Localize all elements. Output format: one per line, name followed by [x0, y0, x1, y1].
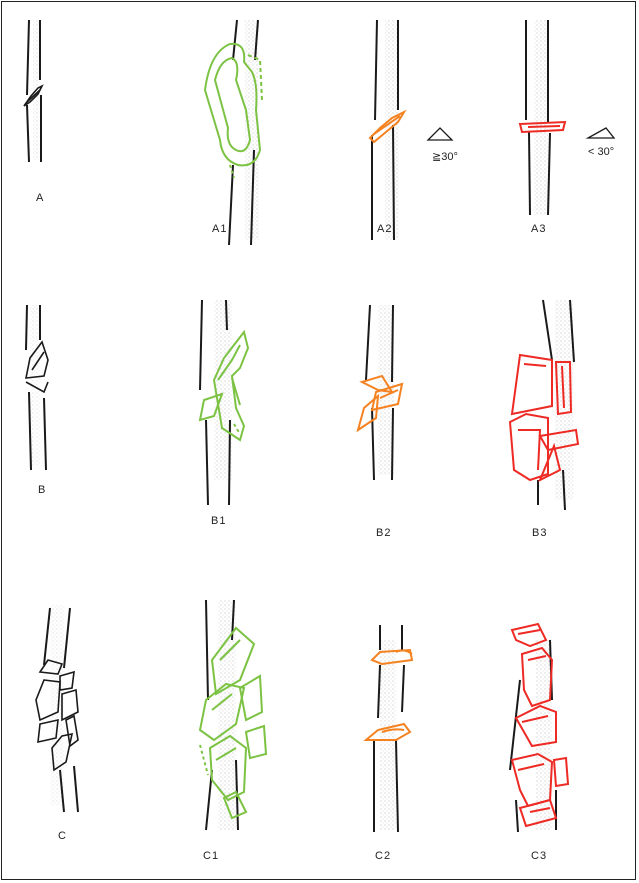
label-C1: C1: [203, 850, 219, 862]
bone-A2: [372, 20, 399, 240]
fracture-A3: [520, 122, 565, 132]
label-A: A: [36, 192, 44, 204]
bone-A3: [526, 20, 550, 215]
bone-C3: [510, 640, 556, 832]
label-B1: B1: [211, 515, 226, 527]
bone-C: [44, 605, 78, 812]
angle-icon-lt30: [588, 128, 614, 138]
label-A2: A2: [377, 223, 392, 235]
angle-label-lt30: < 30°: [588, 146, 614, 158]
angle-icon-ge30: [428, 128, 452, 140]
label-C: C: [58, 830, 67, 842]
label-B2: B2: [376, 527, 391, 539]
label-B: B: [38, 484, 46, 496]
bone-C1: [206, 600, 238, 830]
angle-label-ge30: ≧30°: [432, 150, 458, 163]
label-B3: B3: [532, 527, 547, 539]
label-A3: A3: [531, 223, 546, 235]
label-A1: A1: [212, 223, 227, 235]
bone-A1: [229, 20, 259, 350]
label-C3: C3: [531, 850, 547, 862]
label-C2: C2: [375, 850, 391, 862]
bone-B1: [200, 300, 232, 505]
